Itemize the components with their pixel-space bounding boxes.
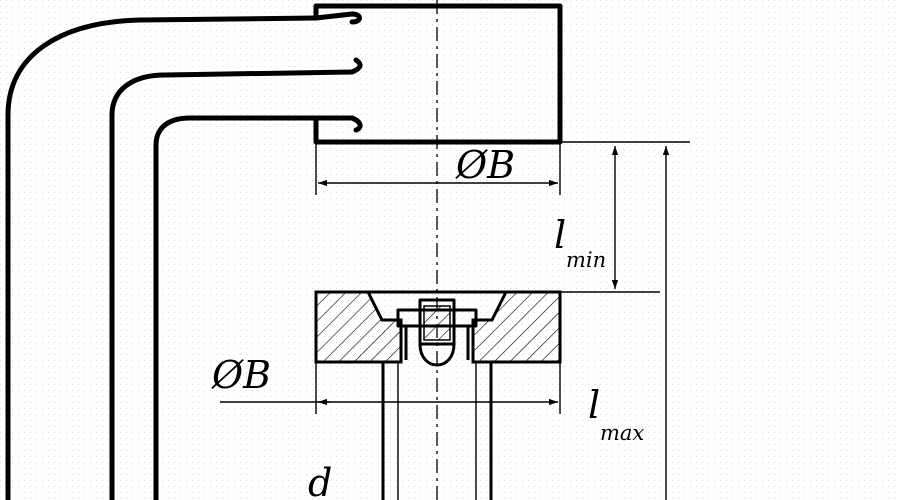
valve-core [396,298,478,367]
dimension-diameter-top: ØB [315,142,561,195]
dimension-l-max: lmax [588,146,670,500]
bent-tube [5,11,363,500]
label-diameter-top: ØB [455,143,515,187]
label-l-min-main: l [554,213,566,257]
label-l-max-sub: max [600,421,644,445]
dimension-l-min: lmin [554,141,690,293]
label-l-max-main: l [588,383,600,427]
label-l-min: lmin [554,213,606,272]
label-d: d [308,461,332,500]
top-fitting [313,3,563,145]
dimension-diameter-bottom: ØB [211,353,561,414]
label-l-max: lmax [588,383,644,445]
label-diameter-bottom: ØB [211,353,271,397]
lower-stem [381,362,493,500]
label-l-min-sub: min [566,248,606,272]
